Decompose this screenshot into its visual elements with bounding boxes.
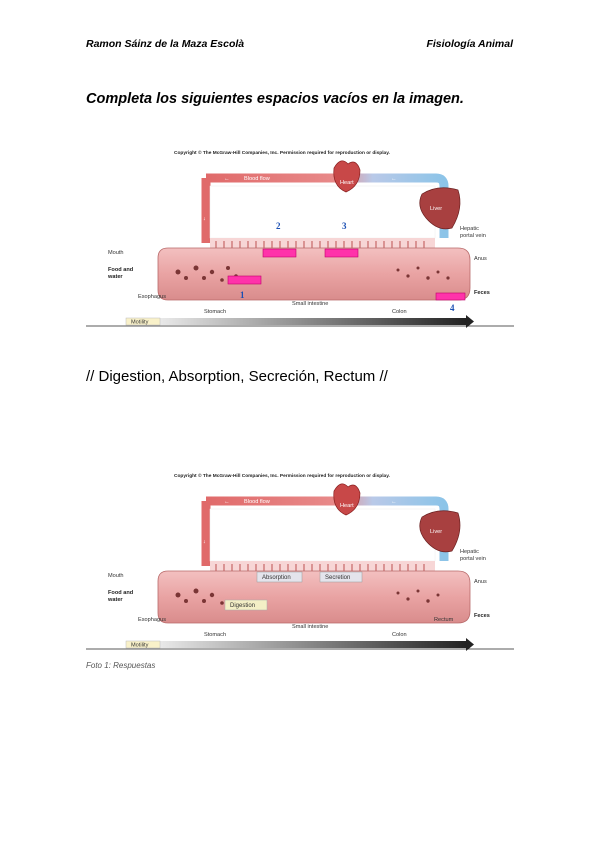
blank-number-1: 1 xyxy=(240,290,245,300)
liver-label: Liver xyxy=(430,206,442,212)
feces-label: Feces xyxy=(474,290,490,296)
liver-label: Liver xyxy=(430,529,442,535)
blank-1-box xyxy=(227,275,262,285)
hepatic-portal-vein-label-2: portal vein xyxy=(460,556,486,562)
capillary-band xyxy=(210,561,435,571)
motility-arrow-icon xyxy=(466,638,474,651)
figure-caption: Foto 1: Respuestas xyxy=(86,661,156,670)
anus-label: Anus xyxy=(474,256,487,262)
colon-label: Colon xyxy=(392,309,407,315)
copyright-notice: Copyright © The McGraw-Hill Companies, I… xyxy=(174,472,390,479)
capillary-arrows xyxy=(215,564,425,571)
food-particles xyxy=(175,588,440,605)
digestive-diagram-answers: Copyright © The McGraw-Hill Companies, I… xyxy=(86,471,514,651)
copyright-notice: Copyright © The McGraw-Hill Companies, I… xyxy=(174,149,390,156)
answer-absorption-box xyxy=(256,571,303,583)
stomach-label: Stomach xyxy=(204,632,226,638)
blood-loop-interior xyxy=(209,185,436,239)
hepatic-portal-vein-label-1: Hepatic xyxy=(460,549,479,555)
food-water-label-1: Food and xyxy=(108,267,134,273)
food-particles xyxy=(175,265,450,282)
hepatic-portal-vein-label-1: Hepatic xyxy=(460,226,479,232)
liver-icon xyxy=(419,510,461,553)
answer-rectum: Rectum xyxy=(434,617,454,623)
answer-digestion: Digestion xyxy=(230,603,255,609)
svg-text:↓: ↓ xyxy=(203,216,206,222)
answer-absorption: Absorption xyxy=(262,575,291,581)
motility-label: Motility xyxy=(131,643,149,649)
motility-bar xyxy=(126,641,466,648)
header-author: Ramon Sáinz de la Maza Escolà xyxy=(86,38,245,50)
anus-label: Anus xyxy=(474,579,487,585)
svg-text:←: ← xyxy=(391,176,397,182)
blood-vessel-top xyxy=(206,173,449,238)
esophagus-label: Esophagus xyxy=(138,617,166,623)
feces-label: Feces xyxy=(474,613,490,619)
heart-icon xyxy=(333,160,361,193)
answer-secretion: Secretion xyxy=(325,575,350,581)
answer-digestion-box xyxy=(224,599,268,611)
word-list: // Digestion, Absorption, Secreción, Rec… xyxy=(86,368,388,385)
answer-secretion-box xyxy=(319,571,363,583)
motility-bar xyxy=(126,318,466,325)
svg-text:↓: ↓ xyxy=(203,539,206,545)
stomach-label: Stomach xyxy=(204,309,226,315)
motility-arrow-icon xyxy=(466,315,474,328)
liver-icon xyxy=(419,187,461,230)
blank-2-box xyxy=(262,248,297,258)
gut-tube xyxy=(157,247,471,301)
svg-text:←: ← xyxy=(224,499,230,505)
esophagus-label: Esophagus xyxy=(138,294,166,300)
blank-number-4: 4 xyxy=(450,303,455,313)
colon-label: Colon xyxy=(392,632,407,638)
blood-vessel-top xyxy=(206,496,449,561)
capillary-arrows xyxy=(215,241,425,248)
food-water-label-1: Food and xyxy=(108,590,134,596)
mouth-label: Mouth xyxy=(108,573,124,579)
blood-loop-interior xyxy=(209,508,436,562)
food-water-label-2: water xyxy=(107,274,123,280)
blank-4-box xyxy=(435,292,466,301)
mouth-label: Mouth xyxy=(108,250,124,256)
small-intestine-label: Small intestine xyxy=(292,624,328,630)
digestive-diagram-blank: Copyright © The McGraw-Hill Companies, I… xyxy=(86,148,514,328)
hepatic-portal-vein-label-2: portal vein xyxy=(460,233,486,239)
motility-label: Motility xyxy=(131,320,149,326)
blood-flow-label: Blood flow xyxy=(244,176,271,182)
heart-label: Heart xyxy=(340,180,354,186)
heart-label: Heart xyxy=(340,503,354,509)
capillary-band xyxy=(210,238,435,248)
blood-flow-label: Blood flow xyxy=(244,499,271,505)
blank-number-3: 3 xyxy=(342,221,347,231)
exercise-instruction: Completa los siguientes espacios vacíos … xyxy=(86,91,464,107)
gut-tube xyxy=(157,570,471,624)
food-water-label-2: water xyxy=(107,597,123,603)
blank-3-box xyxy=(324,248,359,258)
svg-text:←: ← xyxy=(224,176,230,182)
blank-number-2: 2 xyxy=(276,221,281,231)
header-subject: Fisiología Animal xyxy=(426,38,513,50)
small-intestine-label: Small intestine xyxy=(292,301,328,307)
heart-icon xyxy=(333,483,361,516)
svg-text:←: ← xyxy=(391,499,397,505)
